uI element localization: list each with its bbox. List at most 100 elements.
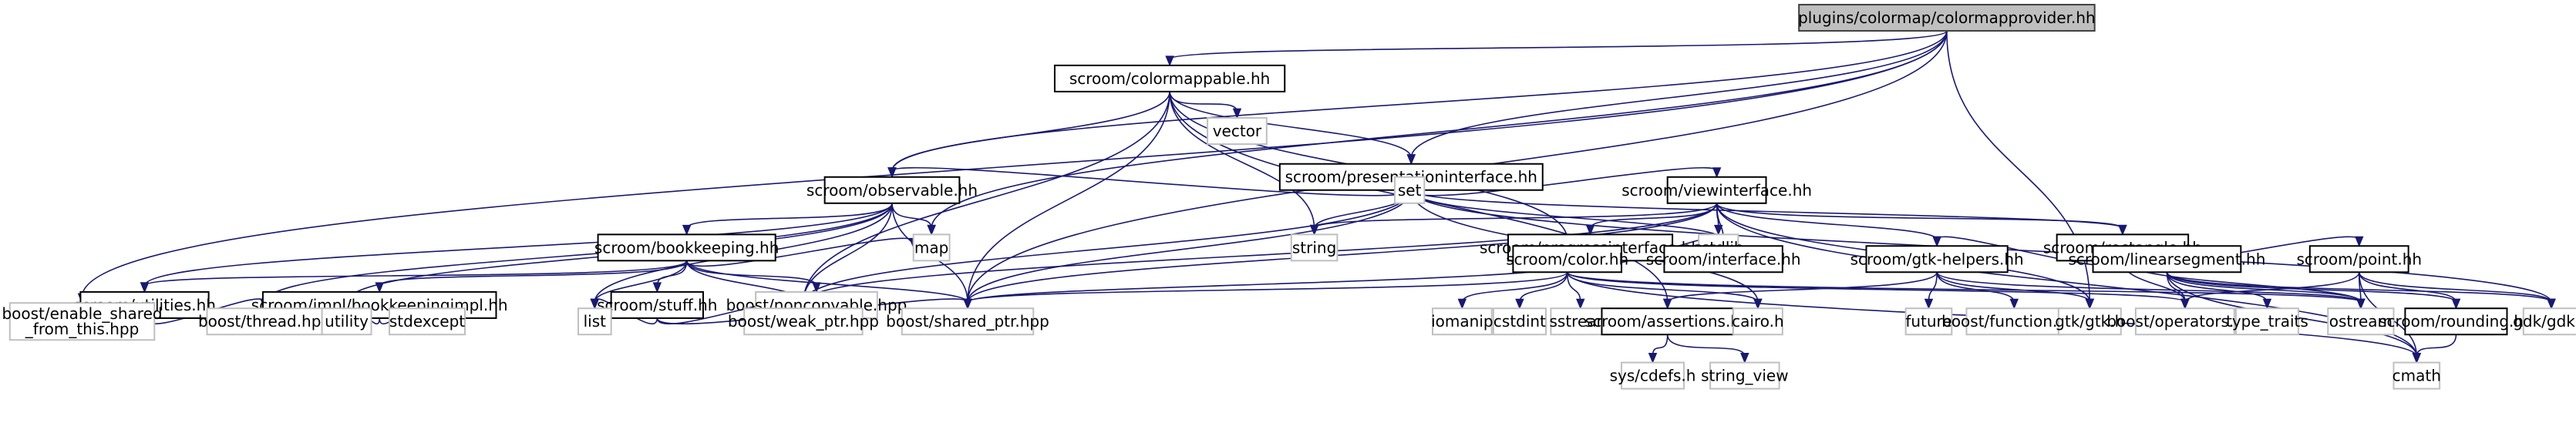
edge-bookkeeping-to-noncopyable [685, 260, 821, 294]
edge-gtkhelpers-to-future [1924, 272, 1938, 310]
node-box [321, 307, 372, 336]
edge-line [2166, 271, 2457, 303]
edge-presentationinterface-to-observable [887, 167, 1413, 196]
node-colormappable[interactable]: scroom/colormappable.hh [1053, 64, 1286, 92]
arrowhead-icon [375, 282, 384, 294]
node-box [1666, 176, 1767, 204]
edge-line [803, 203, 893, 303]
node-bookkeeping[interactable]: scroom/bookkeeping.hh [594, 233, 779, 262]
node-box [2392, 361, 2441, 390]
node-label: scroom/observable.hh [806, 181, 978, 200]
arrowhead-icon [927, 224, 936, 236]
node-box [2092, 245, 2242, 274]
node-point[interactable]: scroom/point.hh [2296, 245, 2422, 274]
node-sstream: sstream [1550, 307, 1611, 336]
arrowhead-icon [2085, 298, 2095, 310]
node-label: boost/weak_ptr.hpp [728, 312, 879, 331]
node-label: boost/enable_shared [2, 304, 162, 323]
edge-line [1566, 271, 2362, 303]
edge-color-to-shared_ptr [963, 271, 1568, 310]
node-iomanip: iomanip [1431, 307, 1493, 336]
node-shared_ptr: boost/shared_ptr.hpp [886, 307, 1049, 336]
node-label: scroom/rounding.hh [2379, 312, 2534, 331]
edge-line [1928, 272, 1938, 303]
node-viewinterface[interactable]: scroom/viewinterface.hh [1621, 176, 1812, 204]
node-linearsegment[interactable]: scroom/linearsegment.hh [2068, 245, 2265, 274]
edge-color-to-operators [1566, 271, 2190, 310]
node-cstdint: cstdint [1492, 307, 1547, 336]
edge-line [594, 260, 688, 303]
edge-linearsegment-to-type_traits [2166, 272, 2272, 310]
node-type_traits: type_traits [2226, 307, 2308, 336]
node-label: string_view [1701, 367, 1788, 385]
arrowhead-icon [2009, 298, 2019, 310]
edge-observable-to-map [891, 203, 936, 236]
edge-gtkhelpers-to-function [1936, 272, 2019, 310]
edge-line [967, 91, 1170, 303]
node-label: boost/shared_ptr.hpp [886, 312, 1049, 331]
node-label: scroom/viewinterface.hh [1621, 181, 1812, 200]
node-box [2308, 245, 2409, 274]
node-weak_ptr: boost/weak_ptr.hpp [728, 307, 879, 336]
edge-line [1566, 272, 1581, 303]
node-box [597, 233, 776, 262]
node-label: scroom/gtk-helpers.hh [1850, 250, 2024, 268]
edge-line [891, 31, 1948, 171]
node-label: scroom/linearsegment.hh [2068, 250, 2265, 268]
edge-line [1716, 203, 1938, 240]
node-label: type_traits [2226, 312, 2308, 331]
edge-point-to-operators [2180, 272, 2360, 310]
node-box [1663, 245, 1783, 274]
node-stuff[interactable]: scroom/stuff.hh [597, 290, 717, 319]
edge-line [1936, 271, 2362, 303]
arrowhead-icon [1457, 298, 1467, 310]
edge-line [143, 203, 893, 287]
node-string: string [1290, 233, 1339, 262]
node-box [610, 290, 704, 319]
node-label: cmath [2392, 367, 2441, 385]
edge-line [1169, 91, 1315, 229]
node-rounding[interactable]: scroom/rounding.hh [2379, 307, 2534, 336]
edge-line [2358, 272, 2552, 303]
arrowhead-icon [1740, 353, 1749, 364]
node-label: stdexcept [389, 312, 465, 331]
node-utility: utility [321, 307, 372, 336]
node-label: vector [1213, 122, 1262, 140]
arrowhead-icon [590, 298, 600, 310]
node-string_view: string_view [1701, 361, 1789, 390]
node-label: scroom/interface.hh [1646, 250, 1801, 268]
arrowhead-icon [652, 282, 662, 294]
node-label: scroom/stuff.hh [597, 296, 717, 314]
edge-line [685, 260, 968, 303]
node-assertions[interactable]: scroom/assertions.hh [1585, 307, 1750, 336]
arrowhead-icon [2118, 224, 2127, 236]
edge-line [656, 260, 688, 287]
arrowhead-icon [963, 298, 972, 310]
arrowhead-icon [1406, 154, 1416, 166]
node-interface[interactable]: scroom/interface.hh [1646, 245, 1801, 274]
node-enable_shared: boost/enable_shared_from_this.hpp [2, 302, 163, 341]
edge-observable-to-bookkeeping [682, 203, 893, 236]
arrowhead-icon [2180, 298, 2190, 310]
edge-line [1936, 272, 2091, 303]
arrowhead-icon [1232, 108, 1242, 119]
edge-line [803, 203, 1718, 303]
node-color[interactable]: scroom/color.hh [1506, 245, 1628, 274]
edge-line [1169, 30, 1948, 60]
arrowhead-icon [2262, 298, 2272, 310]
node-box [8, 302, 156, 341]
arrowhead-icon [2354, 236, 2364, 247]
edge-colormappable-to-string [1169, 91, 1319, 236]
node-root[interactable]: plugins/colormap/colormapprovider.hh [1798, 4, 2096, 32]
node-observable[interactable]: scroom/observable.hh [806, 176, 978, 204]
nodes-layer: plugins/colormap/colormapprovider.hh scro… [2, 4, 2576, 390]
edge-line [967, 203, 1718, 303]
edge-line [264, 203, 893, 303]
node-gtkhelpers[interactable]: scroom/gtk-helpers.hh [1850, 245, 2024, 274]
edge-line [1410, 31, 1948, 158]
edge-viewinterface-to-cmath [1716, 203, 2422, 364]
arrowhead-icon [2412, 353, 2422, 364]
edge-observable-to-utilities [140, 203, 893, 294]
arrowhead-icon [2547, 298, 2556, 310]
edge-root-to-map [927, 31, 1948, 236]
